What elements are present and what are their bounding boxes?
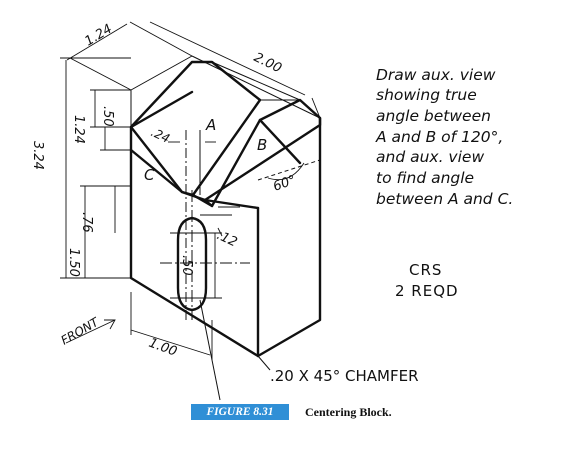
chamfer-note: .20 X 45° CHAMFER	[270, 367, 419, 385]
figure-number: FIGURE 8.31	[206, 406, 274, 418]
dim-lower-height: 1.50	[66, 248, 81, 277]
dim-lower-offset: .76	[79, 212, 94, 233]
instruction-note: Draw aux. view showing true angle betwee…	[375, 66, 513, 208]
note-line: showing true	[376, 86, 477, 104]
dim-angle: 60°	[271, 173, 298, 195]
dim-overall-height: 3.24	[30, 141, 45, 170]
dim-side-height: 1.24	[71, 115, 86, 144]
figure-number-box	[191, 404, 289, 420]
dim-top-offset: .50	[100, 106, 115, 127]
face-label-a: A	[205, 116, 216, 134]
dimension-lines	[60, 21, 321, 360]
dim-top-depth: 1.24	[82, 22, 115, 50]
note-line: to find angle	[376, 169, 474, 187]
dim-bottom-width: 1.00	[147, 336, 179, 360]
note-line: between A and C.	[376, 190, 513, 208]
note-line: angle between	[376, 107, 491, 125]
construction-lines	[130, 55, 321, 401]
dim-slot-radius: .12	[214, 228, 239, 250]
note-line: A and B of 120°,	[375, 128, 503, 146]
dim-slot-offset: .24	[149, 125, 172, 146]
face-label-c: C	[144, 166, 155, 184]
dim-slot-width: .50	[179, 255, 194, 276]
block-outline	[129, 60, 322, 358]
material-line-2: 2 REQD	[395, 282, 459, 300]
material-line-1: CRS	[409, 261, 442, 279]
note-line: and aux. view	[376, 148, 484, 166]
face-label-b: B	[257, 136, 267, 154]
front-label: FRONT	[59, 314, 103, 347]
note-line: Draw aux. view	[376, 66, 496, 84]
figure-title: Centering Block.	[305, 405, 392, 419]
